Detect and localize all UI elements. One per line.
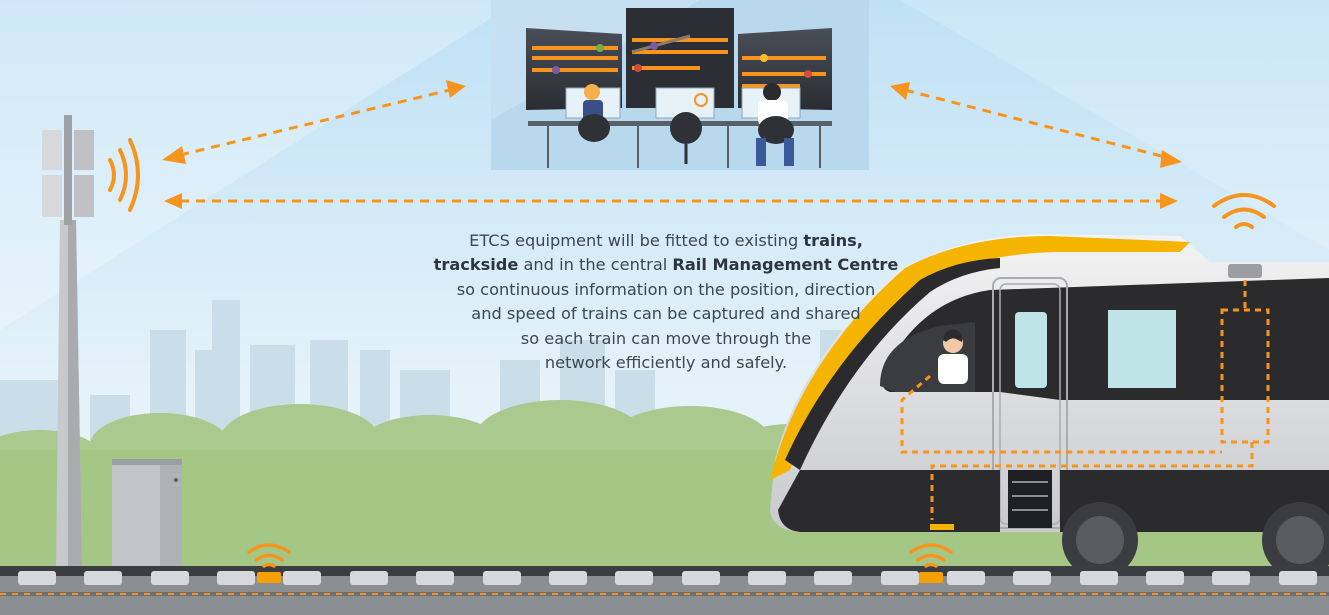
etcs-onboard-wiring (900, 280, 1270, 520)
signal-waves-icon (1212, 193, 1276, 229)
caption-line: so each train can move through the (418, 327, 914, 351)
caption-run: and speed of trains can be captured and … (471, 304, 861, 324)
caption-line: trackside and in the central Rail Manage… (418, 253, 914, 277)
etcs-description-text: ETCS equipment will be fitted to existin… (418, 229, 914, 375)
caption-line: so continuous information on the positio… (418, 278, 914, 302)
sleepers (18, 571, 1317, 585)
train-icon (770, 234, 1329, 578)
caption-run: ETCS equipment will be fitted to existin… (469, 231, 804, 250)
caption-run: so each train can move through the (520, 328, 812, 348)
signal-waves-icon (247, 543, 953, 568)
caption-line: and speed of trains can be captured and … (418, 302, 914, 326)
caption-emphasis: trains, (803, 231, 863, 250)
communication-arrows (179, 88, 1166, 203)
balise-icon (257, 572, 943, 583)
control-room-icon (491, 0, 869, 170)
caption-line: network efficiently and safely. (418, 351, 914, 375)
caption-emphasis: Rail Management Centre (672, 255, 899, 275)
signal-waves-icon (108, 138, 140, 212)
cell-tower-icon (42, 115, 94, 566)
caption-line: ETCS equipment will be fitted to existin… (418, 229, 914, 253)
caption-run: so continuous information on the positio… (456, 279, 876, 299)
caption-emphasis: trackside (433, 255, 519, 275)
arrow-heads (162, 80, 1182, 209)
caption-run: and in the central (518, 255, 673, 275)
caption-run: network efficiently and safely. (544, 353, 788, 373)
trackside-cabinet-icon (112, 459, 182, 569)
driver-icon (938, 329, 968, 384)
